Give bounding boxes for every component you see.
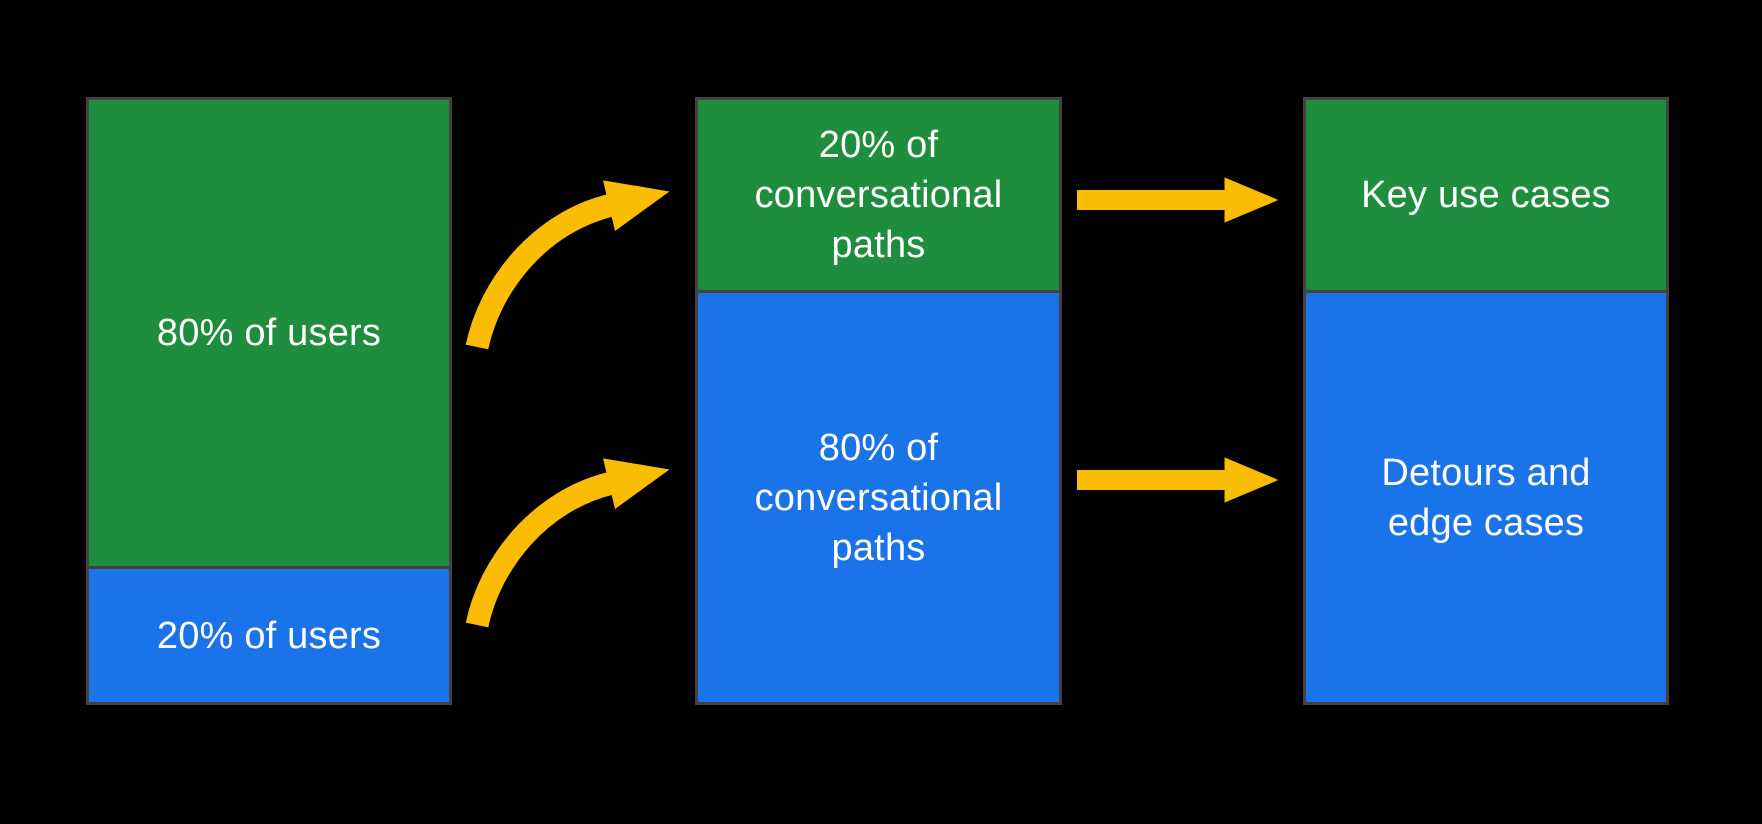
segment-key-use-cases: Key use cases xyxy=(1306,100,1666,293)
segment-label: Detours and edge cases xyxy=(1381,451,1591,544)
column-conversational-paths: 20% of conversational paths 80% of conve… xyxy=(695,97,1062,705)
segment-label: Key use cases xyxy=(1361,174,1611,216)
column-users: 80% of users 20% of users xyxy=(86,97,452,705)
segment-users-majority: 80% of users xyxy=(89,100,449,569)
segment-label: 80% of users xyxy=(156,312,382,354)
column-use-cases: Key use cases Detours and edge cases xyxy=(1303,97,1669,705)
segment-label: 20% of users xyxy=(156,614,382,657)
segment-paths-long-tail: 80% of conversational paths xyxy=(698,293,1059,702)
curved-arrow-icon xyxy=(465,458,670,628)
curved-arrow-icon xyxy=(465,180,670,350)
segment-users-minority: 20% of users xyxy=(89,569,449,702)
segment-detours-edge-cases: Detours and edge cases xyxy=(1306,293,1666,702)
segment-label: 80% of conversational paths xyxy=(754,426,1003,569)
segment-paths-key: 20% of conversational paths xyxy=(698,100,1059,293)
segment-label: 20% of conversational paths xyxy=(754,124,1003,266)
